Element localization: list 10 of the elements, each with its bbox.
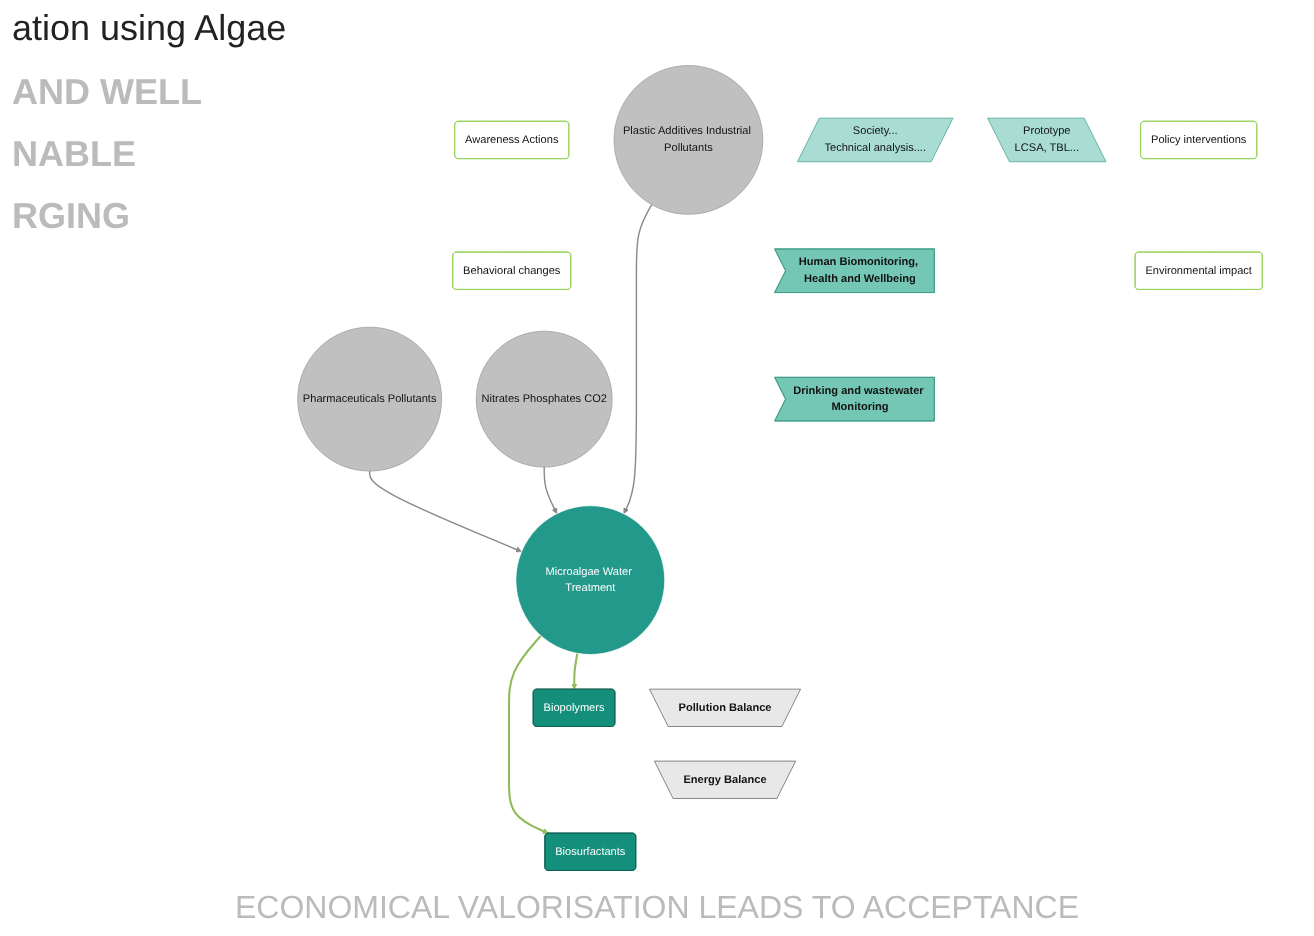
arrow	[507, 635, 549, 834]
arrow	[623, 203, 653, 514]
slide-text: RGING	[12, 196, 133, 238]
arrow	[571, 653, 579, 690]
slide-text: NABLE	[12, 134, 138, 176]
arrow	[368, 470, 522, 553]
slide-text: AND WELL	[12, 72, 204, 114]
slide-text: ECONOMICAL VALORISATION LEADS TO ACCEPTANCE	[232, 892, 1082, 928]
slide-text: ation using Algae	[12, 8, 287, 50]
arrow	[543, 466, 558, 514]
